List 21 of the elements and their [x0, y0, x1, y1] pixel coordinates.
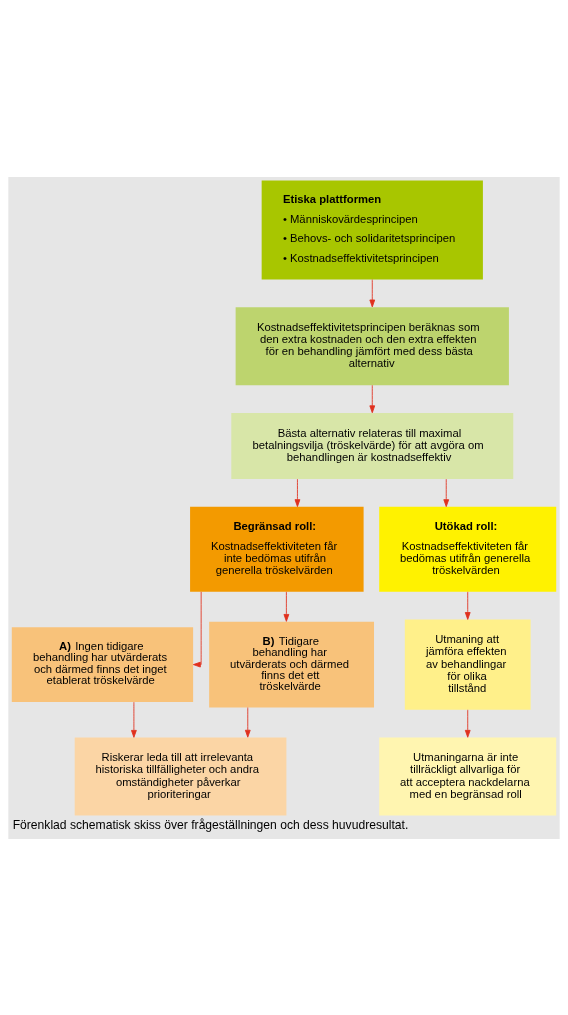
- node-box: Kostnadseffektivitetsprincipen beräknas som den extra kostnaden och den extra effekten för en behandling jämfört med dess bästa alternativ: [235, 306, 509, 385]
- node-box: Begränsad roll: Kostnadseffektiviteten får inte bedömas utifrån generella tröskelvärden: [190, 506, 364, 592]
- node-box: Utmaning att jämföra effekten av behandlingar för olika tillstånd: [404, 619, 531, 710]
- node-box: Utmaningarna är inte tillräckligt allvarliga för att acceptera nackdelarna med en begränsad roll: [379, 737, 557, 816]
- arrow: [294, 478, 301, 507]
- node-box: B) Tidigare behandling har utvärderats och därmed finns det ett tröskelvärde: [209, 621, 374, 708]
- node-box: Bästa alternativ relateras till maximal betalningsvilja (tröskelvärde) för att avgöra om behandlingen är kostnadseffektiv: [231, 412, 514, 479]
- arrow: [244, 706, 251, 738]
- arrow: [131, 701, 137, 738]
- arrow: [192, 590, 202, 667]
- arrow: [369, 384, 376, 413]
- arrow: [369, 278, 376, 307]
- arrow: [443, 478, 450, 507]
- node-box: A) Ingen tidigare behandling har utvärderats och därmed finns det inget etablerat tröskelvärde: [11, 626, 194, 702]
- node-box: Riskerar leda till att irrelevanta historiska tillfälligheter och andra omständigheter påverkar prioriteringar: [74, 737, 287, 816]
- node-box: Utökad roll: Kostnadseffektiviteten får bedömas utifrån generella tröskelvärden: [379, 506, 557, 592]
- arrow: [464, 590, 471, 620]
- arrow: [283, 590, 290, 622]
- caption: Förenklad schematisk skiss över frågeställningen och dess huvudresultat.: [12, 817, 409, 832]
- node-box: Etiska plattformen • Människovärdesprincipen • Behovs- och solidaritetsprincipen • Kostnadseffektivitetsprincipen: [261, 179, 483, 279]
- arrow: [464, 708, 471, 738]
